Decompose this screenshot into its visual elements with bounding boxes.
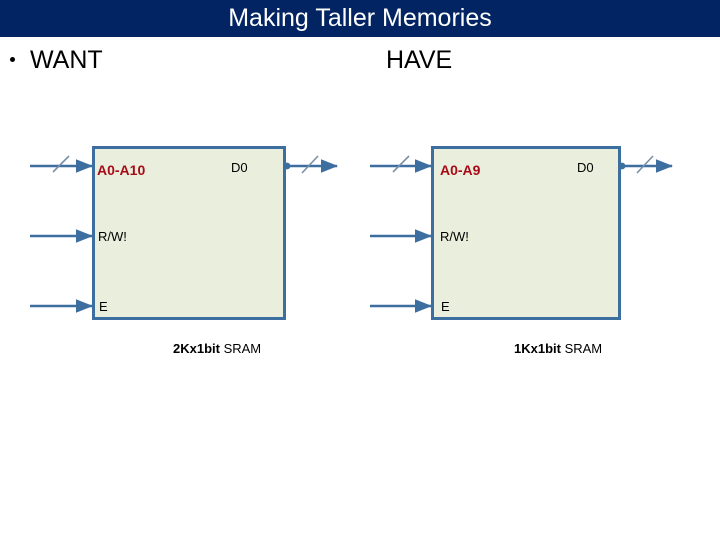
chip-caption-have: 1Kx1bit SRAM	[514, 341, 602, 357]
pin-label-enable-have: E	[441, 299, 450, 314]
bullet-row: WANT HAVE	[0, 44, 720, 80]
pin-label-data-want: D0	[231, 160, 248, 175]
pin-label-address-have: A0-A9	[440, 162, 481, 178]
chip-caption-want-size: 2Kx1bit	[173, 341, 220, 356]
wire-data-out-right	[618, 155, 674, 174]
pin-label-enable-want: E	[99, 299, 108, 314]
pin-label-readwrite-want: R/W!	[98, 229, 127, 244]
want-heading: WANT	[30, 46, 103, 74]
bus-slash-icon	[392, 155, 410, 173]
chip-caption-have-size: 1Kx1bit	[514, 341, 561, 356]
slide-title: Making Taller Memories	[228, 4, 492, 32]
wire-address-in-left	[30, 155, 94, 173]
chip-caption-want: 2Kx1bit SRAM	[173, 341, 261, 357]
bus-slash-icon	[52, 155, 70, 173]
bus-slash-icon	[636, 155, 654, 174]
chip-caption-have-type: SRAM	[560, 341, 603, 356]
have-heading: HAVE	[386, 46, 453, 74]
bus-slash-icon	[301, 155, 319, 174]
wire-address-in-right	[370, 155, 433, 173]
chip-block-want	[92, 146, 286, 320]
slide-title-bar: Making Taller Memories	[0, 0, 720, 37]
pin-label-readwrite-have: R/W!	[440, 229, 469, 244]
bullet-point-icon	[10, 57, 15, 62]
wire-data-out-left	[283, 155, 339, 174]
pin-label-address-want: A0-A10	[97, 162, 146, 178]
chip-block-have	[431, 146, 621, 320]
chip-caption-want-type: SRAM	[219, 341, 262, 356]
pin-label-data-have: D0	[577, 160, 594, 175]
